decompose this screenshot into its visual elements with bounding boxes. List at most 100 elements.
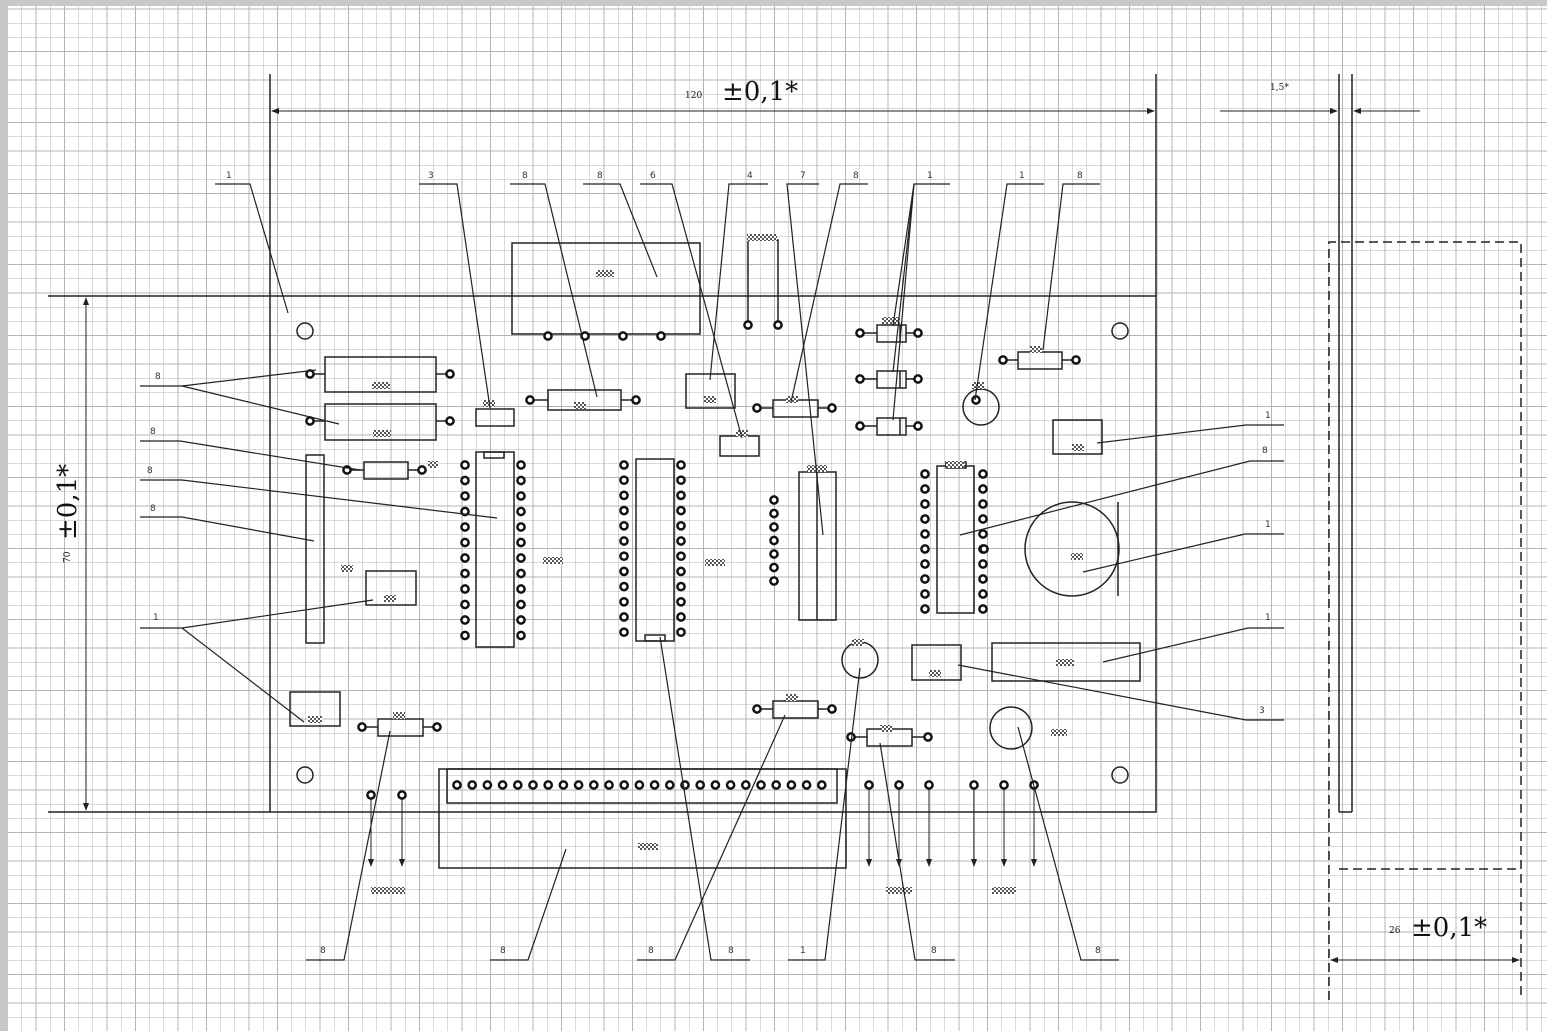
solder-pad: [827, 704, 837, 714]
solder-pad: [676, 566, 686, 577]
solder-pad: [543, 331, 553, 341]
solder-pad: [619, 551, 629, 562]
solder-pad: [769, 576, 779, 586]
solder-pad: [786, 780, 797, 790]
leader-tag-top: 3: [428, 171, 434, 181]
solder-pad: [769, 495, 779, 505]
solder-pad: [676, 627, 686, 638]
solder-pad: [971, 395, 981, 405]
solder-pad: [676, 505, 686, 516]
solder-pad: [920, 589, 930, 599]
solder-pad: [516, 599, 526, 610]
leader-tag-bottom: 8: [500, 946, 506, 956]
leader-tag-top: 1: [226, 171, 232, 181]
drawing-sheet: [8, 6, 1547, 1031]
capacitor: [475, 408, 515, 427]
solder-pad: [769, 535, 779, 546]
solder-pad: [516, 475, 526, 486]
solder-pad: [445, 369, 455, 379]
leader-tag-right: 1: [1265, 613, 1271, 623]
solder-pad: [460, 506, 470, 517]
solder-pad: [580, 331, 590, 341]
solder-pad: [460, 599, 470, 610]
leader-tag-right: 1: [1265, 411, 1271, 421]
resistor: [772, 700, 819, 719]
transistor: [962, 388, 1000, 426]
solder-pad: [855, 374, 865, 384]
solder-pad: [978, 574, 988, 584]
solder-pad: [920, 604, 930, 614]
solder-pad: [855, 328, 865, 338]
solder-pad: [801, 780, 812, 790]
solder-pad: [816, 780, 827, 790]
solder-pad: [460, 475, 470, 486]
solder-pad: [924, 780, 934, 790]
solder-pad: [978, 469, 988, 479]
leader-tag-bottom: 8: [1095, 946, 1101, 956]
solder-pad: [920, 559, 930, 569]
solder-pad: [664, 780, 675, 790]
solder-pad: [516, 615, 526, 625]
solder-pad: [920, 529, 930, 539]
solder-pad: [649, 780, 660, 790]
depth-tolerance: ±0,1*: [1411, 913, 1487, 943]
solder-pad: [740, 780, 751, 790]
capacitor: [911, 644, 962, 681]
leader-tag-right: 1: [1265, 520, 1271, 530]
leader-tag-top: 4: [747, 171, 753, 181]
leader-tag-top: 8: [1077, 171, 1083, 181]
solder-pad: [366, 790, 376, 800]
relay: [511, 242, 701, 335]
solder-pad: [695, 780, 706, 790]
solder-pad: [978, 529, 988, 539]
solder-pad: [676, 612, 686, 622]
capacitor: [289, 691, 341, 727]
resistor: [1017, 351, 1063, 370]
solder-pad: [460, 522, 470, 532]
solder-pad: [978, 514, 988, 524]
solder-pad: [618, 331, 628, 341]
solder-pad: [460, 553, 470, 563]
solder-pad: [710, 780, 721, 790]
solder-pad: [827, 403, 837, 413]
leader-tag-left: 8: [147, 466, 153, 476]
solder-pad: [588, 780, 599, 790]
solder-pad: [397, 790, 407, 800]
solder-pad: [432, 722, 442, 732]
solder-pad: [769, 508, 779, 519]
solder-pad: [528, 780, 538, 790]
solder-pad: [467, 780, 478, 790]
solder-pad: [676, 460, 686, 470]
leader-tag-bottom: 8: [648, 946, 654, 956]
solder-pad: [619, 520, 629, 531]
solder-pad: [573, 780, 584, 790]
solder-pad: [978, 589, 988, 599]
solder-pad: [619, 505, 629, 516]
solder-pad: [656, 331, 666, 341]
ic-chip: [635, 458, 675, 642]
solder-pad: [619, 612, 629, 622]
solder-pad: [913, 374, 923, 384]
solder-pad: [752, 704, 762, 714]
leader-tag-bottom: 8: [728, 946, 734, 956]
solder-pad: [619, 536, 629, 546]
solder-pad: [979, 544, 989, 554]
capacitor: [365, 570, 417, 606]
solder-pad: [999, 780, 1009, 790]
solder-pad: [452, 780, 462, 790]
solder-pad: [676, 520, 686, 531]
solder-pad: [631, 395, 641, 405]
solder-pad: [969, 780, 979, 790]
solder-pad: [619, 460, 629, 470]
solder-pad: [920, 574, 930, 584]
solder-pad: [743, 320, 753, 330]
solder-pad: [516, 630, 526, 641]
solder-pad: [512, 780, 523, 790]
solder-pad: [773, 320, 783, 330]
solder-pad: [978, 499, 988, 509]
solder-pad: [752, 403, 762, 413]
leader-tag-top: 8: [597, 171, 603, 181]
solder-pad: [676, 551, 686, 562]
mounting-hole: [296, 322, 314, 340]
